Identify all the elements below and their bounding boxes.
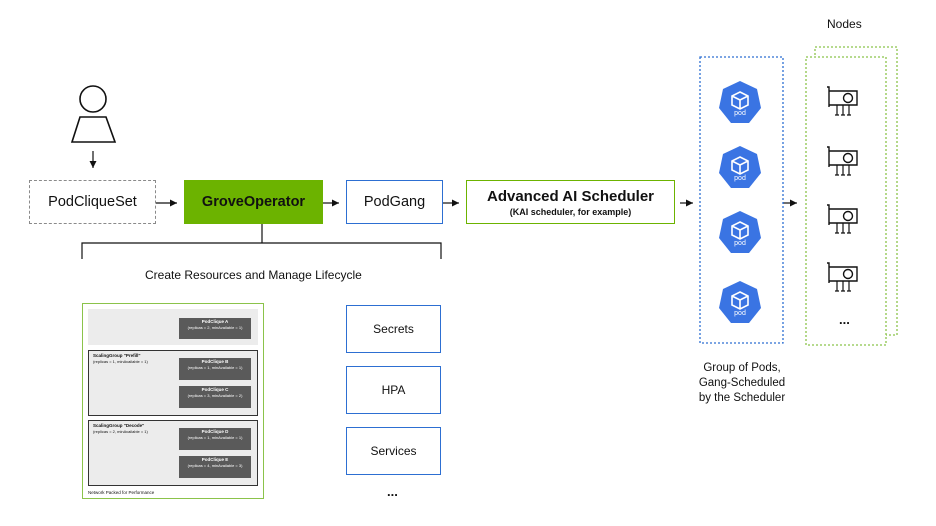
user-icon: [70, 85, 117, 143]
pod-icon: [719, 81, 761, 123]
podclique-e-name: PodClique E: [201, 457, 229, 462]
lifecycle-label: Create Resources and Manage Lifecycle: [145, 268, 362, 282]
nodes-title: Nodes: [827, 17, 862, 31]
pods-caption-line-1: Group of Pods,: [703, 362, 781, 374]
services-box[interactable]: Services: [346, 427, 441, 475]
resources-more: ...: [387, 484, 398, 499]
podclique-e-spec: (replicas = 4, minAvailable = 3): [187, 463, 243, 468]
scaling-group-decode-name: ScalingGroup "Decode": [93, 423, 145, 428]
hpa-box[interactable]: HPA: [346, 366, 441, 414]
podclique-a-spec: (replicas = 2, minAvailable = 1): [187, 325, 243, 330]
podclique-d-name: PodClique D: [201, 429, 229, 434]
podclique-b-name: PodClique B: [201, 359, 229, 364]
podclique-a: PodClique A (replicas = 2, minAvailable …: [179, 318, 251, 339]
scheduler-title: Advanced AI Scheduler: [487, 187, 654, 205]
scaling-group-decode-spec: (replicas = 2, minAvailable = 1): [93, 429, 148, 434]
pod-group-container: [699, 56, 784, 344]
podgang-label: PodGang: [363, 194, 426, 210]
services-label: Services: [370, 444, 417, 458]
podclique-c-name: PodClique C: [201, 387, 229, 392]
pod-4-label: pod: [734, 310, 746, 317]
podclique-a-name: PodClique A: [201, 319, 229, 324]
podclique-b-spec: (replicas = 1, minAvailable = 1): [187, 365, 243, 370]
podclique-c-spec: (replicas = 3, minAvailable = 2): [187, 393, 243, 398]
scaling-group-decode-title: ScalingGroup "Decode" (replicas = 2, min…: [93, 423, 148, 435]
pod-3-label: pod: [734, 240, 746, 247]
pods-caption-line-2: Gang-Scheduled: [698, 377, 786, 389]
pod-3: pod: [717, 210, 763, 256]
cluster-footer: Network Packed for Performance: [88, 490, 155, 495]
pods-caption-line-3: by the Scheduler: [698, 392, 786, 404]
secrets-label: Secrets: [373, 322, 414, 336]
podclique-b: PodClique B (replicas = 1, minAvailable …: [179, 358, 251, 380]
hpa-label: HPA: [381, 383, 406, 397]
pods-caption: Group of Pods, Gang-Scheduled by the Sch…: [684, 361, 800, 406]
podclique-d: PodClique D (replicas = 1, minAvailable …: [179, 428, 251, 450]
podclique-d-spec: (replicas = 1, minAvailable = 1): [187, 435, 243, 440]
scheduler-box[interactable]: Advanced AI Scheduler (KAI scheduler, fo…: [466, 180, 675, 224]
pod-1-label: pod: [734, 110, 746, 117]
podclique-e: PodClique E (replicas = 4, minAvailable …: [179, 456, 251, 478]
pod-icon: [719, 211, 761, 253]
scaling-group-prefill-title: ScalingGroup "Prefill" (replicas = 1, mi…: [93, 353, 148, 365]
pod-2: pod: [717, 145, 763, 191]
pod-icon: [719, 281, 761, 323]
podcliqueset-label: PodCliqueSet: [48, 194, 137, 210]
pod-4: pod: [717, 280, 763, 326]
pod-icon: [719, 146, 761, 188]
groveoperator-label: GroveOperator: [201, 194, 306, 210]
secrets-box[interactable]: Secrets: [346, 305, 441, 353]
nodes-stack-front: [805, 56, 887, 346]
pod-1: pod: [717, 80, 763, 126]
nodes-more: ...: [839, 312, 850, 327]
podclique-c: PodClique C (replicas = 3, minAvailable …: [179, 386, 251, 408]
podcliqueset-box[interactable]: PodCliqueSet: [29, 180, 156, 224]
groveoperator-box[interactable]: GroveOperator: [184, 180, 323, 224]
lifecycle-bracket: [81, 224, 442, 259]
pod-2-label: pod: [734, 175, 746, 182]
podcliqueset-cluster: PodClique A (replicas = 2, minAvailable …: [82, 303, 264, 499]
scheduler-subtitle: (KAI scheduler, for example): [509, 206, 632, 217]
scaling-group-prefill-name: ScalingGroup "Prefill": [93, 353, 141, 358]
scaling-group-prefill-spec: (replicas = 1, minAvailable = 1): [93, 359, 148, 364]
podgang-box[interactable]: PodGang: [346, 180, 443, 224]
